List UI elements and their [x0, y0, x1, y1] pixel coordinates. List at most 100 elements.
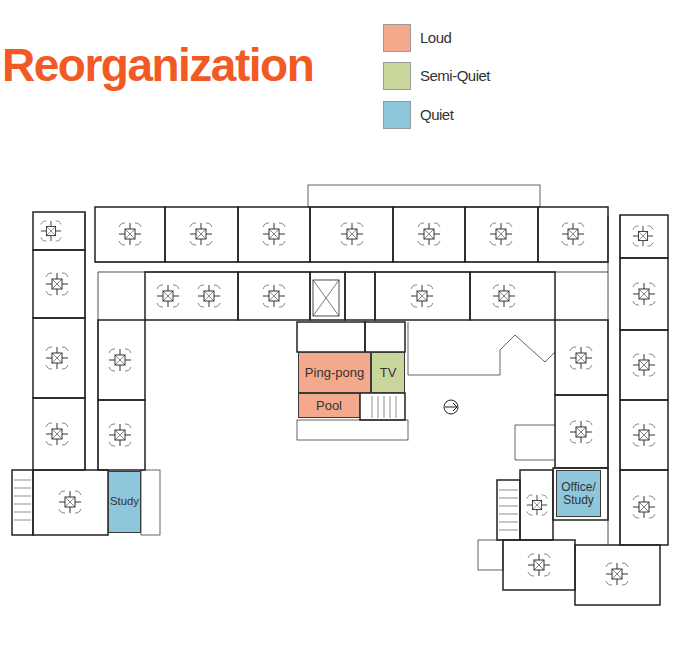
legend-swatch	[383, 62, 411, 90]
plan-line	[109, 424, 131, 446]
plan-line	[408, 322, 555, 375]
plan-line	[12, 470, 33, 535]
plan-line	[157, 285, 179, 307]
room-box: Study	[108, 471, 141, 533]
plan-line	[497, 480, 520, 540]
plan-line	[313, 280, 339, 316]
plan-line	[98, 320, 145, 400]
plan-line	[365, 322, 405, 352]
plan-line	[46, 273, 68, 295]
plan-line	[562, 223, 584, 245]
plan-line	[620, 470, 668, 545]
legend-label: Semi-Quiet	[420, 67, 490, 85]
room-label: Pool	[316, 399, 342, 413]
plan-line	[263, 285, 285, 307]
plan-line	[46, 347, 68, 369]
plan-line	[313, 280, 339, 316]
plan-line	[633, 354, 655, 376]
room-box: Ping-pong	[298, 352, 371, 393]
plan-line	[372, 396, 396, 418]
plan-line	[411, 285, 433, 307]
plan-line	[570, 347, 592, 369]
plan-line	[527, 495, 547, 515]
plan-line	[620, 330, 668, 400]
legend-swatch	[383, 101, 411, 129]
plan-line	[345, 272, 375, 320]
plan-line	[538, 207, 608, 262]
room-label: Office/ Study	[559, 481, 598, 506]
plan-line	[393, 207, 465, 262]
plan-line	[12, 185, 668, 605]
plan-line	[190, 223, 212, 245]
plan-line	[360, 393, 405, 420]
plan-line	[59, 491, 81, 513]
plan-line	[95, 262, 608, 272]
plan-line	[109, 349, 131, 371]
plan-line	[553, 468, 608, 520]
plan-line	[445, 403, 457, 411]
plan-line	[310, 207, 393, 262]
plan-line	[493, 285, 515, 307]
plan-line	[119, 223, 141, 245]
plan-line	[165, 207, 238, 262]
plan-line	[528, 554, 550, 576]
plan-line	[444, 400, 458, 414]
plan-line	[33, 470, 108, 535]
plan-line	[470, 272, 555, 320]
plan-line	[375, 272, 470, 320]
plan-line	[515, 425, 555, 460]
plan-line	[33, 212, 85, 250]
plan-line	[141, 470, 160, 535]
plan-line	[95, 207, 165, 262]
legend-label: Loud	[420, 29, 451, 47]
plan-line	[620, 215, 668, 258]
plan-line	[198, 285, 220, 307]
plan-line	[33, 318, 85, 398]
plan-line	[98, 400, 145, 470]
north-arrow	[444, 400, 458, 414]
plan-line	[297, 420, 408, 440]
plan-line	[418, 223, 440, 245]
plan-line	[575, 545, 660, 605]
plan-line	[633, 283, 655, 305]
room-box: TV	[371, 352, 405, 393]
plan-line	[46, 423, 68, 445]
room-box: Office/ Study	[556, 470, 601, 517]
room-label: TV	[380, 366, 397, 380]
plan-line	[310, 272, 345, 320]
plan-line	[238, 272, 310, 320]
plan-line	[620, 258, 668, 330]
plan-line	[41, 221, 61, 241]
plan-line	[555, 320, 608, 395]
plan-line	[633, 496, 655, 518]
room-box: Pool	[298, 393, 360, 418]
plan-line	[14, 480, 31, 520]
plan-line	[263, 223, 285, 245]
plan-line	[503, 540, 575, 590]
plan-line	[499, 490, 518, 530]
plan-line	[238, 207, 310, 262]
plan-line	[633, 226, 653, 246]
plan-line	[478, 540, 503, 570]
room-label: Study	[110, 496, 139, 508]
plan-line	[341, 223, 363, 245]
plan-line	[490, 223, 512, 245]
plan-line	[145, 272, 238, 320]
room-label: Ping-pong	[305, 366, 364, 380]
legend-swatch	[383, 24, 411, 52]
legend-label: Quiet	[420, 106, 453, 124]
plan-line	[633, 424, 655, 446]
plan-line	[465, 207, 538, 262]
plan-line	[33, 398, 85, 470]
plan-line	[555, 395, 608, 468]
plan-line	[297, 322, 365, 352]
plan-line	[85, 212, 98, 470]
plan-line	[608, 215, 620, 545]
plan-line	[520, 470, 553, 540]
plan-line	[570, 421, 592, 443]
plan-line	[606, 563, 628, 585]
plan-line	[33, 250, 85, 318]
bathroom-fixtures	[41, 221, 655, 585]
